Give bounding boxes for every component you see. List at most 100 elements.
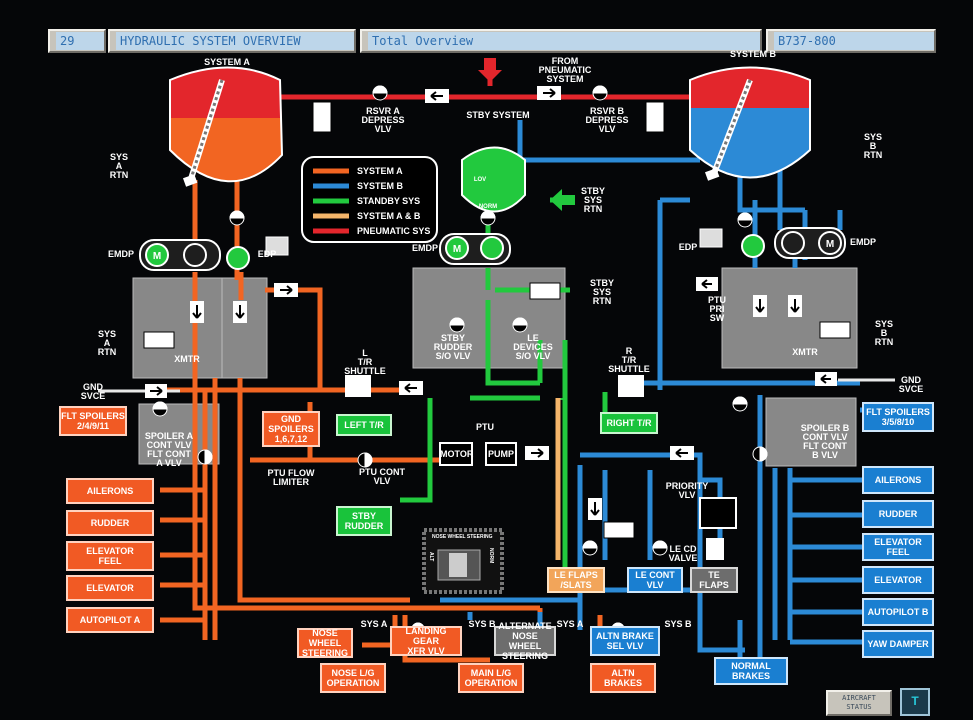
system-b-label: SYSTEM B xyxy=(729,49,776,59)
sys-a-rtn-mid-label: SYS A RTN xyxy=(97,329,117,357)
system-b-module-block xyxy=(721,267,858,369)
spoiler-a-cont-vlv-label: SPOILER A CONT VLV FLT CONT A VLV xyxy=(144,431,194,468)
nose-wheel-steering-panel xyxy=(422,528,504,594)
elevator-feel-b-box[interactable]: ELEVATOR FEEL xyxy=(862,533,934,561)
nose-wheel-steering-box[interactable]: NOSE WHEEL STEERING xyxy=(297,628,353,658)
rudder-b-box[interactable]: RUDDER xyxy=(862,500,934,528)
elevator-a-box[interactable]: ELEVATOR xyxy=(66,575,154,601)
main-lg-operation-text: MAIN L/G OPERATION xyxy=(464,668,518,688)
te-flaps-box[interactable]: TE FLAPS xyxy=(690,567,738,593)
ptu-label: PTU xyxy=(476,422,494,432)
from-pneumatic-label: FROM PNEUMATIC SYSTEM xyxy=(538,56,592,84)
normal-brakes-box[interactable]: NORMAL BRAKES xyxy=(714,657,788,685)
aircraft-type: B737-800 xyxy=(774,32,934,50)
pump-symbols xyxy=(139,227,846,271)
rudder-b-text: RUDDER xyxy=(878,509,918,519)
flt-spoilers-b-text: FLT SPOILERS 3/5/8/10 xyxy=(866,407,930,427)
nws-alt-label: ALT xyxy=(428,552,434,562)
system-a-module-block xyxy=(132,277,232,379)
ailerons-a-text: AILERONS xyxy=(86,486,134,496)
altn-brakes-box[interactable]: ALTN BRAKES xyxy=(590,663,656,693)
standby-reservoir xyxy=(461,146,526,213)
aircraft-type-field: B737-800 xyxy=(766,29,936,53)
page-title: HYDRAULIC SYSTEM OVERVIEW xyxy=(116,32,354,50)
l-tr-shuttle-label: L T/R SHUTTLE xyxy=(344,348,386,376)
elevator-feel-a-box[interactable]: ELEVATOR FEEL xyxy=(66,541,154,571)
ptu-flow-limiter-label: PTU FLOW LIMITER xyxy=(267,468,315,487)
edp-a-label: EDP xyxy=(257,249,277,259)
landing-gear-xfr-vlv-box[interactable]: LANDING GEAR XFR VLV xyxy=(390,626,462,656)
yaw-damper-box[interactable]: YAW DAMPER xyxy=(862,630,934,658)
sys-b-rtn-top-label: SYS B RTN xyxy=(863,132,883,160)
aircraft-status-button[interactable]: AIRCRAFT STATUS xyxy=(826,690,892,716)
ailerons-a-box[interactable]: AILERONS xyxy=(66,478,154,504)
view-title-field[interactable]: Total Overview xyxy=(360,29,762,53)
aircraft-status-text: AIRCRAFT STATUS xyxy=(842,694,876,711)
autopilot-a-text: AUTOPILOT A xyxy=(79,615,141,625)
right-tr-box[interactable]: RIGHT T/R xyxy=(600,412,658,434)
legend-system-a: SYSTEM A xyxy=(357,166,403,176)
stby-system-label: STBY SYSTEM xyxy=(466,110,530,120)
nose-wheel-steering-text: NOSE WHEEL STEERING xyxy=(301,628,348,658)
flt-spoilers-b-box[interactable]: FLT SPOILERS 3/5/8/10 xyxy=(862,402,934,432)
edp-a-symbol xyxy=(265,236,289,256)
nose-lg-operation-text: NOSE L/G OPERATION xyxy=(326,668,380,688)
page-number-field: 29 xyxy=(48,29,106,53)
l-tr-shuttle-symbol xyxy=(345,375,371,397)
le-flaps-slats-text: LE FLAPS /SLATS xyxy=(554,570,598,590)
system-a-module-block-2 xyxy=(221,277,268,379)
edp-b-label: EDP xyxy=(678,242,698,252)
edp-b-symbol xyxy=(699,228,723,248)
ailerons-b-box[interactable]: AILERONS xyxy=(862,466,934,494)
nws-norm-label: NORM xyxy=(488,548,494,564)
rudder-a-box[interactable]: RUDDER xyxy=(66,510,154,536)
rudder-a-text: RUDDER xyxy=(90,518,130,528)
alternate-nws-box[interactable]: ALTERNATE NOSE WHEEL STEERING xyxy=(494,621,556,661)
normal-brakes-text: NORMAL BRAKES xyxy=(731,661,771,681)
reservoir-a xyxy=(169,66,284,187)
le-flaps-slats-box[interactable]: LE FLAPS /SLATS xyxy=(547,567,605,593)
legend-standby: STANDBY SYS xyxy=(357,196,421,206)
motor-m-b-icon: M xyxy=(826,239,834,250)
nose-lg-operation-box[interactable]: NOSE L/G OPERATION xyxy=(320,663,386,693)
le-cd-valve-label: LE CD VALVE xyxy=(668,544,698,563)
elevator-feel-a-text: ELEVATOR FEEL xyxy=(86,546,134,566)
ptu-motor-label: MOTOR xyxy=(440,449,474,459)
rsvr-b-depress-label: RSVR B DEPRESS VLV xyxy=(585,106,629,134)
emdp-b-label: EMDP xyxy=(849,237,876,247)
flow-arrows xyxy=(145,58,837,520)
gnd-svce-b-label: GND SVCE xyxy=(898,375,924,394)
nws-title-label: NOSE WHEEL STEERING xyxy=(432,534,493,540)
autopilot-a-box[interactable]: AUTOPILOT A xyxy=(66,607,154,633)
reservoir-b xyxy=(689,66,811,181)
emdp-a-label: EMDP xyxy=(107,249,134,259)
xmtr-a-label: XMTR xyxy=(174,354,200,364)
autopilot-b-box[interactable]: AUTOPILOT B xyxy=(862,598,934,626)
gnd-spoilers-text: GND SPOILERS 1,6,7,12 xyxy=(268,414,314,444)
legend-box xyxy=(301,156,438,243)
left-tr-text: LEFT T/R xyxy=(344,420,384,430)
emdp-stby-label: EMDP xyxy=(411,243,438,253)
t-button[interactable]: T xyxy=(900,688,930,716)
ptu-pump-label: PUMP xyxy=(487,449,514,459)
main-lg-operation-box[interactable]: MAIN L/G OPERATION xyxy=(458,663,524,693)
stby-rudder-box[interactable]: STBY RUDDER xyxy=(336,506,392,536)
ptu-pump-box xyxy=(485,442,517,466)
stby-rudder-text: STBY RUDDER xyxy=(344,511,384,531)
left-tr-box[interactable]: LEFT T/R xyxy=(336,414,392,436)
stby-lov-label: LOV xyxy=(473,177,487,183)
le-cd-valve-symbol xyxy=(706,538,724,560)
r-tr-shuttle-label: R T/R SHUTTLE xyxy=(608,346,650,374)
sys-b-rtn-mid-label: SYS B RTN xyxy=(874,319,894,347)
sys-b-label-2: SYS B xyxy=(664,619,692,629)
flt-spoilers-a-box[interactable]: FLT SPOILERS 2/4/9/11 xyxy=(59,406,127,436)
xmtr-b-label: XMTR xyxy=(792,347,818,357)
gnd-spoilers-box[interactable]: GND SPOILERS 1,6,7,12 xyxy=(262,411,320,447)
elevator-b-box[interactable]: ELEVATOR xyxy=(862,566,934,594)
le-cont-vlv-box[interactable]: LE CONT VLV xyxy=(627,567,683,593)
landing-gear-xfr-vlv-text: LANDING GEAR XFR VLV xyxy=(405,626,447,656)
legend-pneumatic: PNEUMATIC SYS xyxy=(357,226,431,236)
motor-m-stby-icon: M xyxy=(453,244,461,255)
altn-brake-sel-vlv-box[interactable]: ALTN BRAKE SEL VLV xyxy=(590,626,660,656)
